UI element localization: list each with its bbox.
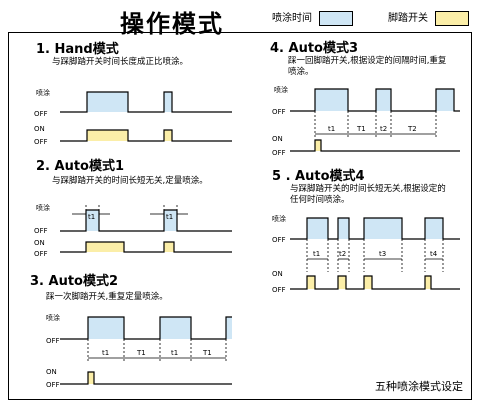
- section-3-spray-fill: [88, 317, 232, 339]
- section-4-spray-label: 喷涂: [274, 85, 288, 94]
- section-1-off-label-b: OFF: [34, 138, 48, 146]
- section-1-spray-label: 喷涂: [36, 88, 50, 97]
- section-3-title: 3. Auto模式2: [30, 274, 119, 289]
- section-4-spray-wave: [290, 88, 460, 112]
- section-3-T1-label-a: T1: [136, 349, 146, 357]
- page-title: 操作模式: [120, 10, 224, 38]
- section-5-spray-wave: [290, 217, 460, 240]
- footer-caption: 五种喷涂模式设定: [375, 380, 463, 393]
- section-2-pedal-wave: [60, 241, 232, 253]
- legend-pedal: 脚踏开关: [388, 9, 470, 26]
- section-1-desc: 与踩脚踏开关时间长度成正比喷涂。: [52, 57, 189, 67]
- legend-pedal-swatch: [435, 10, 470, 26]
- section-5-pedal-fill: [307, 276, 431, 289]
- legend-pedal-label: 脚踏开关: [388, 13, 428, 24]
- section-3-on-label: ON: [46, 368, 57, 376]
- section-4-off-label-a: OFF: [272, 108, 286, 116]
- section-5-off-label-a: OFF: [272, 236, 286, 244]
- section-4-title: 4. Auto模式3: [270, 41, 359, 56]
- section-3-t1-label-b: t1: [171, 349, 178, 357]
- section-5-pedal-wave: [290, 275, 460, 290]
- section-2-t1-label-a: t1: [88, 213, 95, 221]
- section-5-t4-label: t4: [430, 250, 438, 258]
- section-3-dims: [87, 339, 227, 362]
- section-5-t2-label: t2: [339, 250, 346, 258]
- section-1-on-label: ON: [34, 125, 45, 133]
- section-3-T1-label-b: T1: [202, 349, 212, 357]
- section-1-off-label-a: OFF: [34, 110, 48, 118]
- section-4-dims: [314, 111, 437, 138]
- section-2-desc: 与踩脚踏开关的时间长短无关,定量喷涂。: [52, 176, 208, 186]
- section-2-pedal-fill: [86, 242, 174, 252]
- section-5-on-label: ON: [272, 270, 283, 278]
- section-3-pedal-wave: [60, 371, 232, 385]
- section-3-pedal-fill: [88, 372, 94, 384]
- section-3-spray-label: 喷涂: [46, 313, 60, 322]
- section-2-spray-fill: [86, 210, 177, 231]
- diagram-frame: [8, 32, 472, 400]
- section-5-t1-label: t1: [313, 250, 320, 258]
- section-4-t1-label: t1: [328, 125, 335, 133]
- section-2-off-label-b: OFF: [34, 250, 48, 258]
- section-3-off-label-a: OFF: [46, 337, 60, 345]
- section-2-spray-wave: [60, 209, 232, 232]
- section-1-title: 1. Hand模式: [36, 42, 119, 57]
- section-2-spray-label: 喷涂: [36, 203, 50, 212]
- section-4-t2-label: t2: [380, 125, 387, 133]
- section-2-on-label: ON: [34, 239, 45, 247]
- section-1-spray-wave: [60, 91, 232, 113]
- section-3-spray-wave: [60, 316, 232, 340]
- section-2-t1-label-b: t1: [166, 213, 173, 221]
- section-2-title: 2. Auto模式1: [36, 159, 125, 174]
- legend-spray-swatch: [319, 10, 354, 26]
- section-2-off-label-a: OFF: [34, 227, 48, 235]
- section-5-spray-fill: [307, 218, 443, 239]
- section-1-pedal-wave: [60, 129, 232, 142]
- section-4-pedal-fill: [315, 140, 321, 151]
- legend-spray-label: 喷涂时间: [272, 13, 312, 24]
- section-1-spray-fill: [87, 92, 172, 112]
- section-3-desc: 踩一次脚踏开关,重复定量喷涂。: [46, 292, 168, 302]
- section-1-pedal-fill: [87, 130, 172, 141]
- section-5-title: 5 . Auto模式4: [272, 169, 365, 184]
- section-5-off-label-b: OFF: [272, 286, 286, 294]
- section-4-pedal-wave: [290, 139, 460, 152]
- section-5-t3-label: t3: [379, 250, 386, 258]
- section-4-off-label-b: OFF: [272, 149, 286, 157]
- section-5-spray-label: 喷涂: [272, 214, 286, 223]
- section-4-desc: 踩一回脚踏开关,根据设定的间隔时间,重复 喷涂。: [288, 56, 447, 77]
- section-4-T1-label: T1: [356, 125, 366, 133]
- section-5-desc: 与踩脚踏开关的时间长短无关,根据设定的 任何时间喷涂。: [290, 184, 446, 205]
- section-4-on-label: ON: [272, 135, 283, 143]
- section-4-T2-label: T2: [407, 125, 417, 133]
- legend-spray: 喷涂时间: [272, 9, 354, 26]
- section-5-dims: [306, 239, 444, 272]
- section-4-spray-fill: [315, 89, 454, 111]
- section-3-off-label-b: OFF: [46, 381, 60, 389]
- section-2-t1-dims: [72, 205, 188, 226]
- section-3-t1-label-a: t1: [102, 349, 109, 357]
